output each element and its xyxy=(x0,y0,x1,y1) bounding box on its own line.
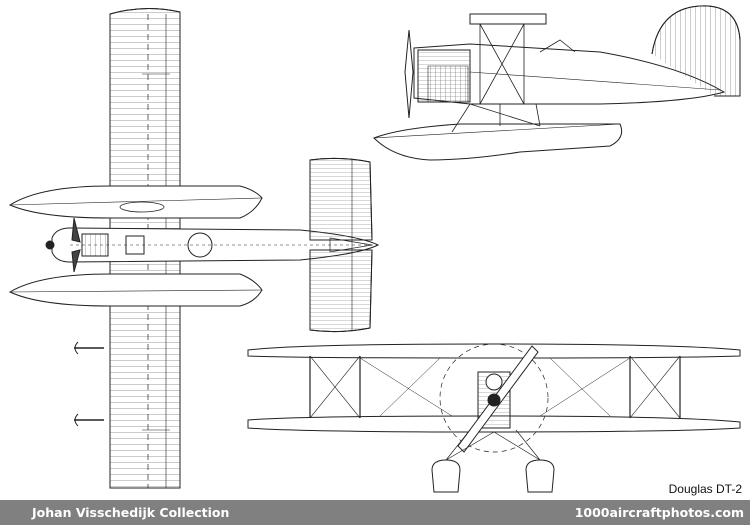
footer-bar: Johan Visschedijk Collection 1000aircraf… xyxy=(0,500,750,525)
site-link[interactable]: 1000aircraftphotos.com xyxy=(574,505,744,520)
side-propeller xyxy=(405,30,413,118)
front-float-right xyxy=(526,460,554,492)
side-upper-wing xyxy=(470,14,546,24)
drawing-caption: Douglas DT-2 xyxy=(668,482,742,496)
front-view xyxy=(248,344,740,492)
plan-stabilizer-upper xyxy=(310,158,372,240)
plan-view xyxy=(10,8,378,488)
front-upper-wing xyxy=(248,344,740,358)
plan-stabilizer-lower xyxy=(310,250,372,332)
side-float xyxy=(374,124,622,160)
front-float-left xyxy=(432,460,460,492)
three-view-drawing xyxy=(0,0,750,500)
side-view xyxy=(374,6,740,160)
collection-credit: Johan Visschedijk Collection xyxy=(32,505,230,520)
front-prop-disc xyxy=(440,344,548,452)
